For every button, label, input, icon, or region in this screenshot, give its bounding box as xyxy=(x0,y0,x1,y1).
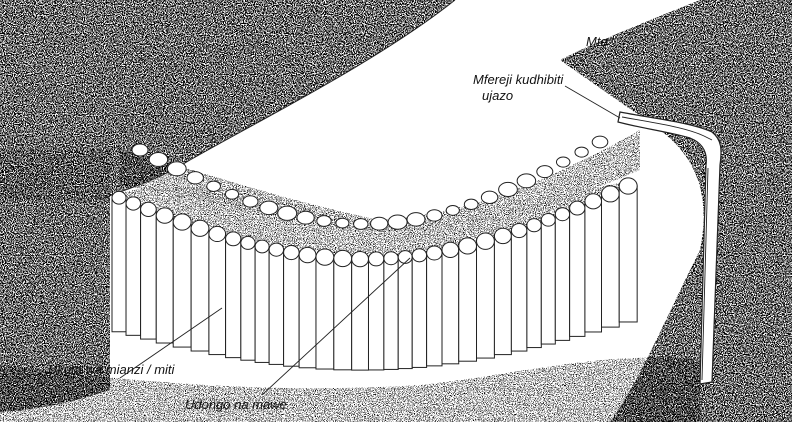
pole-top xyxy=(575,147,588,157)
pole-top xyxy=(388,215,407,229)
pole xyxy=(284,245,300,366)
pole-top xyxy=(278,206,297,220)
pole-top xyxy=(297,211,314,224)
pole xyxy=(570,201,585,336)
pole xyxy=(173,214,191,347)
pole xyxy=(191,220,209,351)
pole xyxy=(241,236,255,360)
pole-top xyxy=(481,191,497,203)
pole-top xyxy=(537,166,553,178)
pole-top xyxy=(132,144,148,156)
pole xyxy=(112,191,126,331)
pole-top xyxy=(317,216,331,227)
pole xyxy=(412,249,426,368)
pole-top xyxy=(149,153,168,167)
channel-label-line1: Mfereji kudhibiti xyxy=(473,72,563,87)
pole-top xyxy=(260,201,278,214)
pole-top xyxy=(354,219,368,230)
pole xyxy=(494,228,511,354)
pole xyxy=(226,232,241,358)
pole xyxy=(368,252,383,370)
pole xyxy=(541,213,555,344)
pole xyxy=(511,223,527,351)
pole xyxy=(255,240,269,362)
pole xyxy=(316,249,334,369)
river-label: Mto xyxy=(586,34,608,49)
pole xyxy=(459,238,477,361)
pole-top xyxy=(427,210,442,221)
pole-top xyxy=(207,181,221,191)
pole-top xyxy=(243,196,258,207)
pole xyxy=(602,186,620,327)
pole xyxy=(398,251,412,369)
pole xyxy=(141,202,157,339)
pole xyxy=(299,247,316,367)
pole-top xyxy=(407,213,425,226)
pole xyxy=(156,208,173,343)
pole xyxy=(619,178,637,322)
pole-top xyxy=(517,174,536,188)
pole-top xyxy=(336,218,349,228)
pole-top xyxy=(556,157,569,167)
pole xyxy=(209,226,226,354)
pole xyxy=(384,252,398,370)
pole-top xyxy=(464,199,478,209)
pole-top xyxy=(225,189,238,199)
pole xyxy=(334,250,352,369)
pole-top xyxy=(446,205,459,215)
pole-top xyxy=(592,136,608,148)
pole xyxy=(269,243,283,364)
pole xyxy=(126,197,141,336)
pole-top xyxy=(167,162,186,176)
fill-label: Udongo na mawe xyxy=(185,397,287,412)
wall-label: Ukuta wa mianzi / miti xyxy=(48,362,174,377)
pole xyxy=(555,208,569,341)
pole-top xyxy=(371,217,388,230)
pole xyxy=(442,242,459,364)
pole xyxy=(527,219,541,348)
pole xyxy=(352,251,369,370)
pole xyxy=(427,246,442,366)
pole xyxy=(585,194,602,332)
pole-top xyxy=(187,172,203,184)
channel-label-line2: ujazo xyxy=(482,88,513,103)
pole-top xyxy=(499,182,518,196)
pole xyxy=(477,233,495,358)
